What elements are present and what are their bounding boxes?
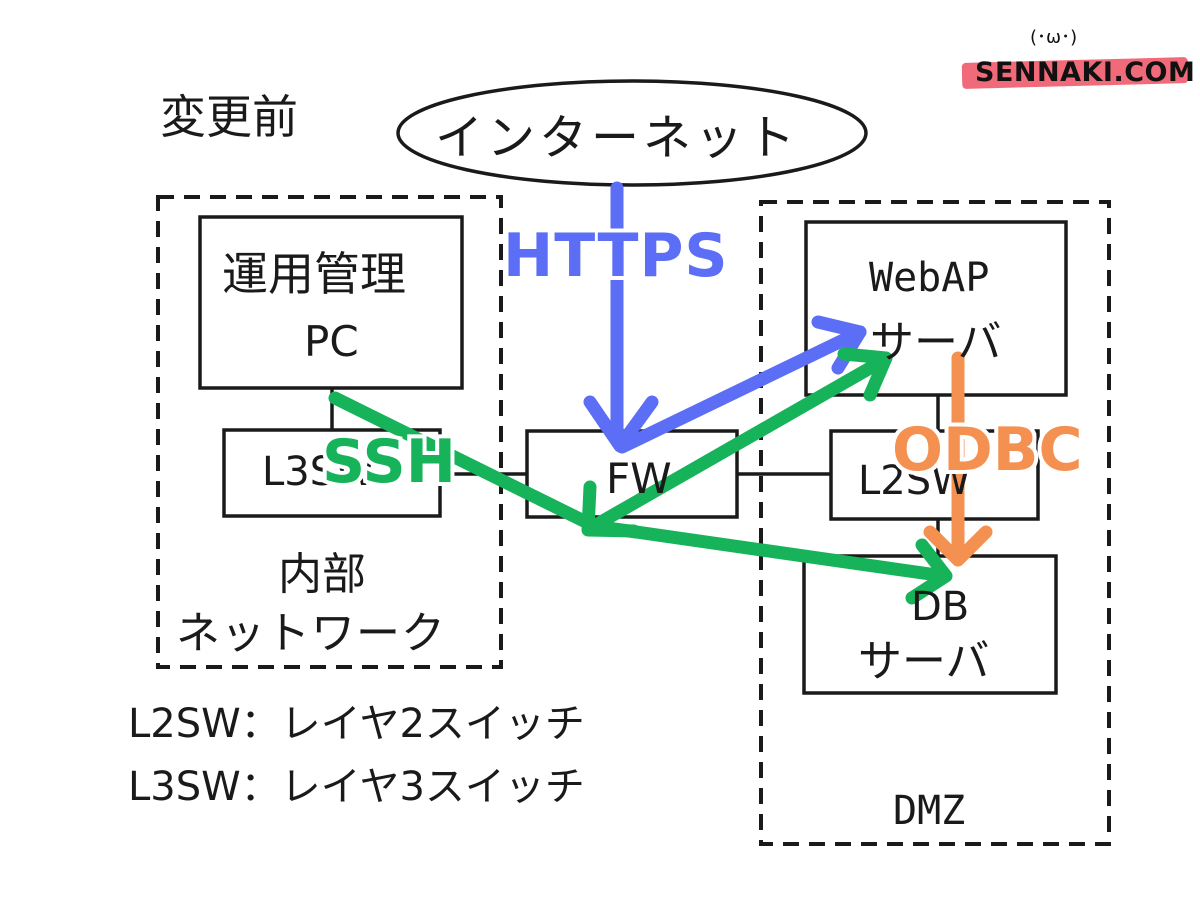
mgmt-pc-label-line2: PC xyxy=(304,317,359,366)
internet-label: インターネット xyxy=(435,110,800,166)
https-flow-arrows xyxy=(583,181,867,454)
l2sw-box xyxy=(829,429,1040,521)
fw-label: FW xyxy=(606,454,672,503)
legend-l3sw: L3SW：レイヤ3スイッチ xyxy=(128,764,585,810)
webap-label-line2: サーバ xyxy=(870,317,1002,368)
internal-zone-label-line1: 内部 xyxy=(278,549,366,600)
webap-server-box xyxy=(804,220,1068,397)
mgmt-pc-label-line1: 運用管理 xyxy=(222,247,406,301)
internet-ellipse xyxy=(396,79,868,187)
diagram-title: 変更前 xyxy=(160,90,298,144)
mgmt-pc-box xyxy=(198,215,464,390)
l3sw-label: L3SW xyxy=(262,449,375,495)
ssh-label: SSH xyxy=(318,427,460,497)
odbc-flow-arrow xyxy=(923,351,993,567)
webap-label-line1: WebAP xyxy=(869,255,990,301)
brand-face-icon: (･ω･) xyxy=(1030,27,1078,48)
ssh-flow-arrows xyxy=(328,347,953,605)
l2sw-label: L2SW xyxy=(858,458,971,504)
db-label-line1: DB xyxy=(911,584,970,630)
db-label-line2: サーバ xyxy=(858,636,990,687)
l3sw-box xyxy=(222,428,442,518)
internal-zone-label-line2: ネットワーク xyxy=(176,608,446,659)
internal-network-zone xyxy=(156,195,503,669)
legend-l2sw: L2SW：レイヤ2スイッチ xyxy=(128,701,585,747)
dmz-zone-label: DMZ xyxy=(893,788,966,834)
odbc-label: ODBC xyxy=(888,415,1087,485)
https-label: HTTPS xyxy=(499,221,732,291)
brand-logo[interactable]: SENNAKI.COM xyxy=(975,57,1196,88)
